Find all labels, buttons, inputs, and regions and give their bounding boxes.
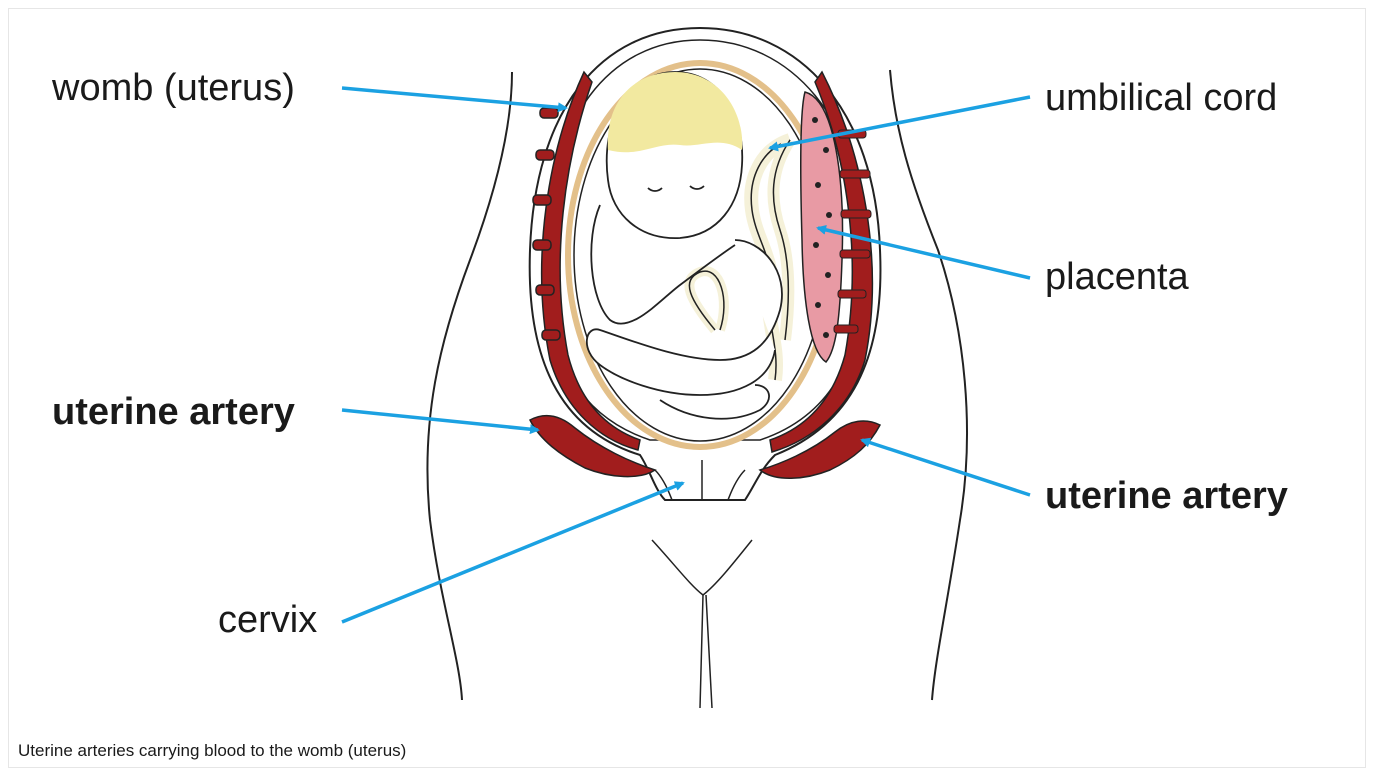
label-placenta: placenta: [1045, 256, 1190, 298]
label-uterine-artery-right: uterine artery: [1045, 475, 1288, 517]
label-uterine-artery-left: uterine artery: [52, 391, 295, 433]
arrow-cervix: [342, 483, 683, 622]
arrow-uterine-artery-right: [862, 440, 1030, 495]
figure-caption: Uterine arteries carrying blood to the w…: [18, 741, 406, 761]
label-cervix: cervix: [218, 599, 317, 641]
label-womb: womb (uterus): [51, 67, 295, 109]
arrow-uterine-artery-left: [342, 410, 538, 430]
label-umbilical-cord: umbilical cord: [1045, 77, 1277, 119]
arrow-womb: [342, 88, 566, 108]
